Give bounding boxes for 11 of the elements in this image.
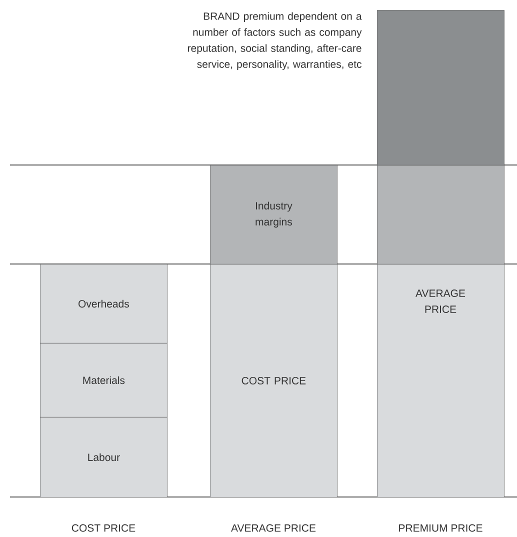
price-block: Labour — [40, 417, 168, 498]
price-block: Overheads — [40, 264, 168, 344]
annotation-text: BRAND premium dependent on a number of factors such as company reputation, social standing, after-care service, personality, warranties, etc — [188, 12, 362, 70]
column-label: AVERAGE PRICE — [231, 524, 316, 532]
price-block: Industry margins — [210, 165, 338, 264]
price-block: Materials — [40, 343, 168, 418]
column-label: PREMIUM PRICE — [399, 524, 482, 532]
price-block: COST PRICE — [210, 264, 338, 498]
column-label: COST PRICE — [72, 524, 136, 532]
empty-bar — [377, 165, 504, 264]
price-block: AVERAGE PRICE — [377, 264, 504, 498]
